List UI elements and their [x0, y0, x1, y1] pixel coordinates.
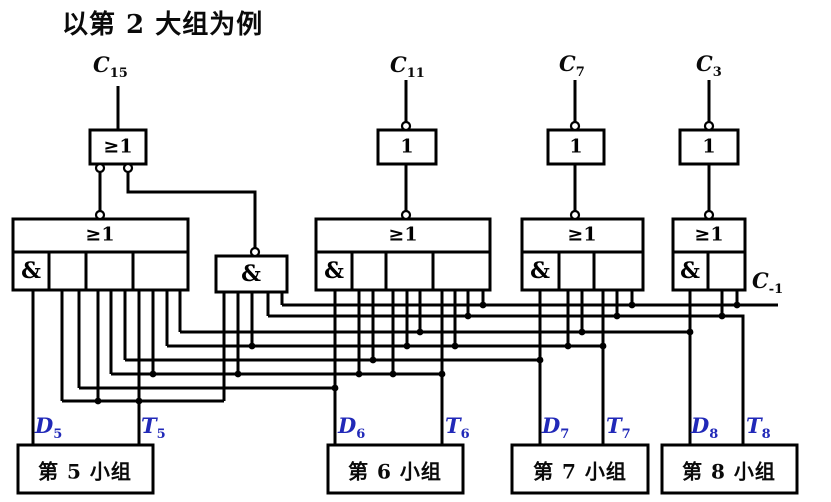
label-t7: T7	[606, 413, 631, 442]
not-gate-c3-label: 1	[702, 135, 716, 158]
label-c11: C11	[390, 52, 425, 81]
group5-box	[16, 443, 155, 495]
group7-and-label: &	[530, 258, 550, 285]
wire	[62, 303, 778, 445]
junction-dots	[94, 301, 741, 405]
group8-box	[660, 443, 799, 495]
wire	[98, 80, 711, 248]
label-d8: D8	[691, 413, 719, 442]
group7-and-row	[520, 250, 645, 292]
group6-box	[326, 443, 465, 495]
middle-and-gate-box	[214, 254, 289, 294]
middle-and-label: &	[241, 261, 261, 288]
group6-and-label: &	[324, 258, 344, 285]
group8-box-label: 第 8 小组	[682, 459, 776, 484]
not-gate-c11-label: 1	[400, 135, 414, 158]
or-gate-c15-label: ≥1	[103, 135, 133, 158]
label-c15: C15	[93, 52, 128, 81]
group8-and-label: &	[680, 258, 700, 285]
label-d5: D5	[35, 413, 63, 442]
circuit-wires	[31, 80, 778, 445]
group5-or-label: ≥1	[85, 223, 115, 246]
wire	[31, 290, 739, 445]
label-t5: T5	[141, 413, 166, 442]
group7-box-label: 第 7 小组	[533, 459, 627, 484]
group7-box	[510, 443, 650, 495]
diagram-title: 以第 2 大组为例	[62, 10, 264, 40]
or-gate-c15-box	[88, 128, 148, 166]
gate-cell-divider	[47, 252, 710, 290]
group8-and-row	[671, 250, 747, 292]
group5-box-label: 第 5 小组	[38, 459, 132, 484]
label-t6: T6	[445, 413, 470, 442]
label-d6: D6	[338, 413, 366, 442]
not-gate-c7-label: 1	[569, 135, 583, 158]
label-t8: T8	[746, 413, 771, 442]
group7-or-label: ≥1	[567, 223, 597, 246]
label-c-minus-1: C-1	[752, 268, 784, 297]
group6-or-label: ≥1	[388, 223, 418, 246]
inversion-bubbles	[94, 120, 715, 258]
group8-or-label: ≥1	[694, 223, 724, 246]
label-c3: C3	[696, 51, 722, 80]
group5-and-label: &	[21, 258, 41, 285]
group6-box-label: 第 6 小组	[348, 459, 442, 484]
label-c7: C7	[559, 51, 585, 80]
label-d7: D7	[542, 413, 570, 442]
group5-and-row	[11, 250, 190, 292]
group6-and-row	[314, 250, 492, 292]
